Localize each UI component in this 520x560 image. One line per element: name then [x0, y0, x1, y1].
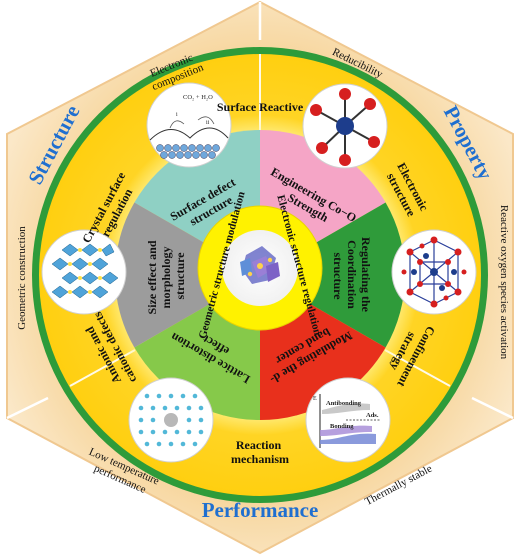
inset-roman-ii: ii: [206, 120, 210, 126]
wedge-regulating-coordination[interactable]: [260, 202, 406, 348]
inset-antibonding: Antibonding: [326, 400, 362, 407]
inset-surface-reaction: CO₂ + H₂O i ii: [146, 82, 232, 168]
inset-band-diagram: Antibonding Bonding Ads. E: [305, 377, 391, 463]
hexagon-dividers: [6, 2, 514, 420]
inset-bonding: Bonding: [330, 423, 354, 430]
wedge-label-size-effect: Size effect and morphology structure: [145, 238, 187, 315]
inset-lattice: [41, 229, 127, 315]
inset-molecule: [302, 83, 388, 169]
wedge-label-regulating: Regulating the Coordination structure: [331, 237, 373, 315]
inset-ads: Ads.: [366, 412, 379, 419]
label-reaction-mechanism: Reaction mechanism: [231, 438, 289, 466]
inset-network: [391, 229, 477, 315]
outer-label-geometric-construction: Geometric construction: [16, 226, 28, 330]
inset-roman-i: i: [176, 112, 178, 118]
center-crystal-image: [240, 246, 280, 284]
wedge-size-effect[interactable]: [114, 202, 260, 348]
inset-dot-grid: [128, 377, 214, 463]
inset-e: E: [313, 396, 317, 402]
inset-co2-h2o: CO₂ + H₂O: [183, 94, 213, 101]
outer-label-reactive-oxygen: Reactive oxygen species activation: [498, 205, 510, 360]
title-performance: Performance: [202, 498, 319, 522]
label-surface-reactive: Surface Reactive: [217, 100, 304, 114]
